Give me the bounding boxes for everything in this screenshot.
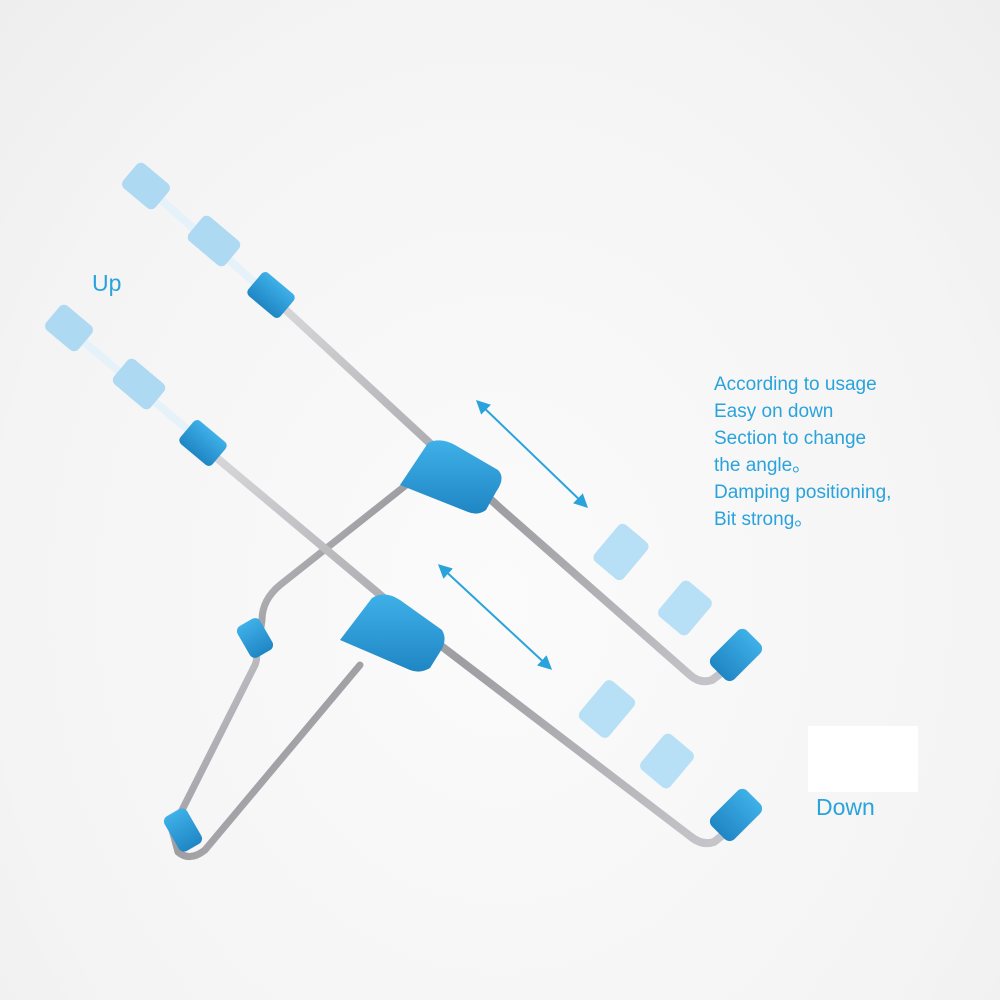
back-stand-frame bbox=[122, 162, 763, 686]
description-line: Section to change bbox=[714, 428, 867, 449]
description-line: Bit strong。 bbox=[714, 509, 814, 530]
front-ghost-cap-top bbox=[45, 304, 93, 352]
feature-description: According to usage Easy on down Section … bbox=[714, 371, 974, 533]
up-label: Up bbox=[92, 270, 122, 296]
description-line: According to usage bbox=[714, 374, 877, 395]
rear-foot-cap-top bbox=[236, 618, 274, 658]
down-label: Down bbox=[816, 794, 875, 820]
description-line: Damping positioning, bbox=[714, 482, 892, 503]
front-ghost-prong-1 bbox=[578, 680, 636, 738]
front-foot-cap bbox=[709, 788, 763, 842]
front-ghost-cap-mid bbox=[112, 358, 166, 410]
back-ghost-cap-top bbox=[122, 162, 170, 210]
front-ghost-prong-2 bbox=[640, 733, 694, 789]
front-steel-arm bbox=[201, 444, 756, 848]
description-line: the angle。 bbox=[714, 455, 812, 476]
front-top-cap bbox=[179, 420, 227, 466]
white-label-box bbox=[808, 726, 918, 792]
rear-foot-cap-bottom bbox=[163, 808, 203, 852]
back-steel-arm bbox=[271, 296, 756, 686]
back-ghost-prong-2 bbox=[658, 580, 712, 636]
back-top-cap bbox=[247, 272, 295, 318]
description-line: Easy on down bbox=[714, 401, 834, 422]
back-foot-cap bbox=[709, 628, 763, 682]
back-ghost-prong-1 bbox=[593, 523, 649, 581]
front-hinge-block bbox=[340, 594, 445, 672]
double-headed-arrow-icon bbox=[437, 564, 553, 670]
back-hinge-block bbox=[400, 440, 502, 514]
back-support-bar bbox=[254, 474, 419, 652]
back-ghost-cap-mid bbox=[187, 215, 241, 267]
front-rear-leg bbox=[168, 644, 364, 860]
double-headed-arrow-icon bbox=[475, 400, 589, 508]
front-stand-frame bbox=[45, 304, 763, 860]
